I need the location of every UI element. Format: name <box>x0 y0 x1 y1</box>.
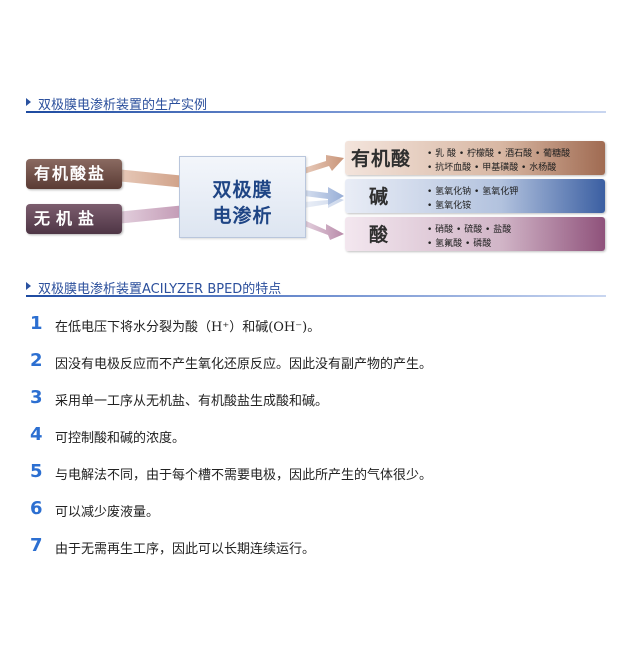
product-detail: • 乳 酸 • 柠檬酸 • 酒石酸 • 葡糖酸 <box>427 149 571 159</box>
arrow-to-acid <box>304 220 344 240</box>
section-title: 双极膜电渗析装置ACILYZER BPED的特点 <box>38 282 282 297</box>
feature-number: 3 <box>30 387 43 408</box>
product-name: 酸 <box>369 224 390 246</box>
product-detail: • 氢氧化铵 <box>427 201 472 211</box>
section-header-production-example: 双极膜电渗析装置的生产实例 <box>26 93 606 113</box>
product-name: 碱 <box>369 186 390 208</box>
product-acid: 酸 • 硝酸 • 硫酸 • 盐酸 • 氢氟酸 • 磷酸 <box>345 217 605 251</box>
section-header-features: 双极膜电渗析装置ACILYZER BPED的特点 <box>26 277 606 297</box>
feature-number: 6 <box>30 498 43 519</box>
product-organic-acid: 有机酸 • 乳 酸 • 柠檬酸 • 酒石酸 • 葡糖酸 • 抗坏血酸 • 甲基磺… <box>345 141 605 175</box>
triangle-bullet-icon <box>26 98 31 106</box>
product-detail: • 硝酸 • 硫酸 • 盐酸 <box>427 225 512 235</box>
section-title: 双极膜电渗析装置的生产实例 <box>38 98 208 113</box>
production-diagram: 有机酸盐 无机盐 双极膜 电渗析 有机酸 • 乳 酸 • 柠檬酸 • 酒石酸 •… <box>26 138 606 256</box>
product-name: 有机酸 <box>351 148 412 170</box>
feature-text: 与电解法不同，由于每个槽不需要电极，因此所产生的气体很少。 <box>55 468 433 483</box>
arrow-to-organic-acid <box>304 155 344 174</box>
bipolar-membrane-ed-box: 双极膜 电渗析 <box>179 156 306 238</box>
feature-text: 可控制酸和碱的浓度。 <box>55 431 186 446</box>
feature-text: 由于无需再生工序，因此可以长期连续运行。 <box>55 542 316 557</box>
input-inorganic-salt: 无机盐 <box>26 204 122 234</box>
product-base: 碱 • 氢氧化钠 • 氢氧化钾 • 氢氧化铵 <box>345 179 605 213</box>
section-divider <box>26 295 606 297</box>
feature-number: 5 <box>30 461 43 482</box>
product-detail: • 氢氧化钠 • 氢氧化钾 <box>427 187 519 197</box>
center-label-line2: 电渗析 <box>212 205 273 227</box>
triangle-bullet-icon <box>26 282 31 290</box>
feature-text: 可以减少废液量。 <box>55 505 160 520</box>
product-detail: • 氢氟酸 • 磷酸 <box>427 239 492 249</box>
feature-number: 7 <box>30 535 43 556</box>
arrow-to-base-2 <box>304 194 344 208</box>
input-organic-salt: 有机酸盐 <box>26 159 122 189</box>
section-divider <box>26 111 606 113</box>
feature-number: 4 <box>30 424 43 445</box>
feature-text: 因没有电极反应而不产生氧化还原反应。因此没有副产物的产生。 <box>55 357 433 372</box>
feature-number: 1 <box>30 313 43 334</box>
center-label-line1: 双极膜 <box>212 179 273 201</box>
feature-text: 在低电压下将水分裂为酸（H⁺）和碱(OH⁻)。 <box>55 320 321 335</box>
feature-text: 采用单一工序从无机盐、有机酸盐生成酸和碱。 <box>55 394 329 409</box>
feature-number: 2 <box>30 350 43 371</box>
product-detail: • 抗坏血酸 • 甲基磺酸 • 水杨酸 <box>427 163 557 173</box>
